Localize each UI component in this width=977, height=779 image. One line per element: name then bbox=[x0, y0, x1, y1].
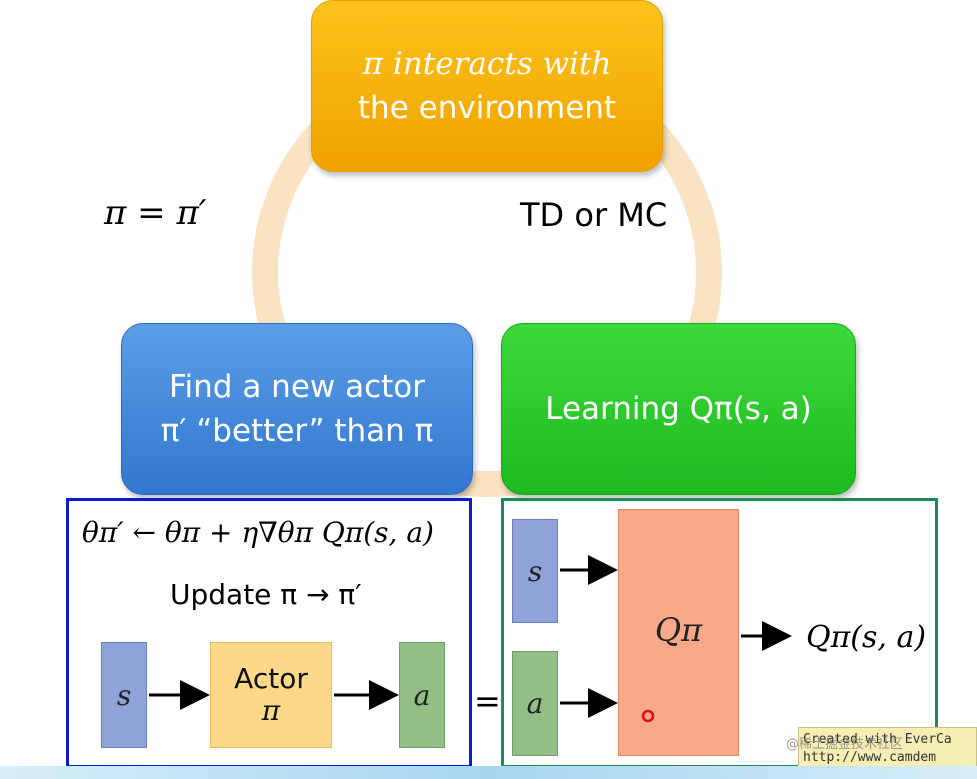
gradient-equation: θπ′ ← θπ + η∇θπ Qπ(s, a) bbox=[82, 516, 434, 549]
q-input-a-label: a bbox=[526, 687, 544, 720]
watermark-line2: http://www.camdem bbox=[803, 750, 937, 765]
q-input-a-box: a bbox=[512, 651, 558, 756]
q-input-s-label: s bbox=[527, 554, 543, 588]
actor-block-symbol: π bbox=[261, 694, 281, 727]
interact-box: π interacts with the environment bbox=[311, 0, 663, 172]
actor-output-label: a bbox=[413, 678, 431, 712]
q-output-label: Qπ(s, a) bbox=[806, 620, 927, 655]
actor-input-box: s bbox=[101, 642, 147, 748]
find-actor-line2: π′ “better” than π bbox=[160, 413, 434, 449]
actor-output-box: a bbox=[399, 642, 445, 748]
q-network-label: Qπ bbox=[654, 610, 703, 649]
watermark-line1: Created with EverCa bbox=[803, 732, 952, 747]
q-network-block: Qπ bbox=[618, 509, 739, 756]
interact-line2: the environment bbox=[357, 90, 617, 126]
interact-line1: π interacts with bbox=[362, 46, 612, 82]
evercam-watermark: Created with EverCa http://www.camdem bbox=[798, 727, 977, 773]
actor-block-label: Actor bbox=[234, 662, 308, 695]
q-input-s-box: s bbox=[512, 519, 558, 623]
update-text: Update π → π′ bbox=[170, 578, 362, 611]
actor-input-label: s bbox=[116, 678, 132, 712]
learning-q-text: Learning Qπ(s, a) bbox=[545, 391, 812, 427]
actor-block: Actor π bbox=[210, 642, 332, 748]
find-actor-box: Find a new actor π′ “better” than π bbox=[121, 323, 473, 495]
policy-update-label: π = π′ bbox=[104, 193, 207, 233]
find-actor-line1: Find a new actor bbox=[168, 369, 426, 405]
learning-q-box: Learning Qπ(s, a) bbox=[501, 323, 856, 495]
bottom-decoration bbox=[0, 766, 977, 779]
juejin-watermark: @稀土掘金技术社区 bbox=[786, 737, 904, 752]
td-mc-label: TD or MC bbox=[520, 196, 668, 234]
cursor-indicator bbox=[641, 709, 655, 723]
equals-sign: = bbox=[474, 682, 501, 720]
